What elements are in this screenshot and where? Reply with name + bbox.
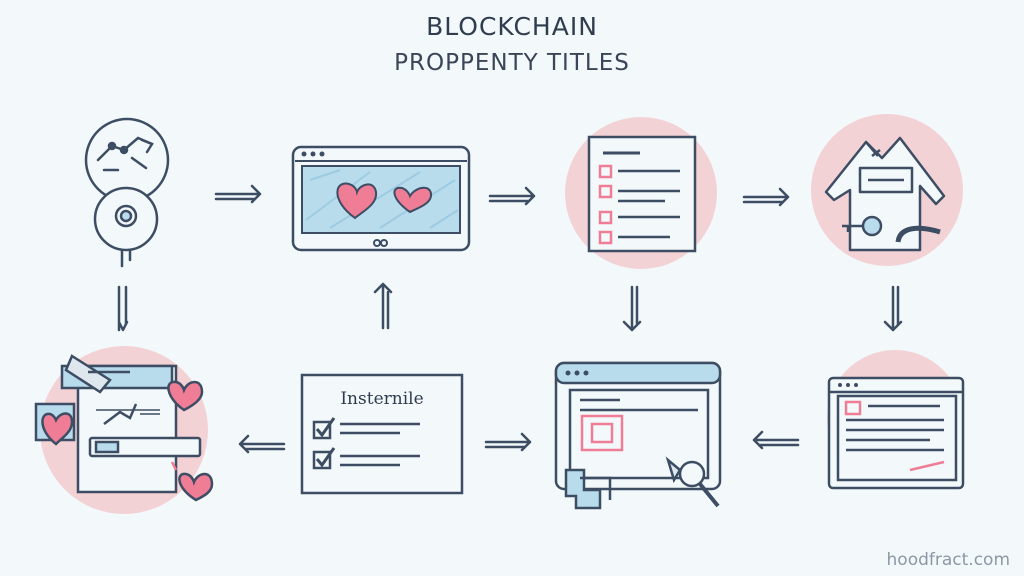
arrow-up xyxy=(373,282,393,330)
house-key-icon xyxy=(824,136,946,252)
arrow-right xyxy=(488,186,536,206)
arrow-left xyxy=(238,434,286,454)
arrow-down xyxy=(117,285,129,332)
document-browser-window-icon xyxy=(827,376,965,490)
arrow-down xyxy=(622,285,642,332)
arrow-right xyxy=(214,184,262,204)
arrow-right xyxy=(484,432,532,452)
search-browser-window-icon xyxy=(554,361,722,510)
title-document-icon xyxy=(587,135,697,253)
checklist-heading: Insternile xyxy=(340,389,423,409)
diagram-subtitle: PROPPENTY TITLES xyxy=(394,50,630,76)
flow-arrows xyxy=(117,184,903,454)
checklist-card-icon xyxy=(300,373,464,495)
arrow-right xyxy=(742,187,790,207)
blockchain-node-icon xyxy=(84,117,170,268)
arrow-left xyxy=(752,430,800,450)
diagram-title: BLOCKCHAIN xyxy=(426,12,598,41)
arrow-down xyxy=(883,285,903,332)
heart-screen-monitor-icon xyxy=(291,145,471,252)
record-dialog-icon xyxy=(34,354,214,502)
watermark: hoodfract.com xyxy=(886,550,1010,570)
